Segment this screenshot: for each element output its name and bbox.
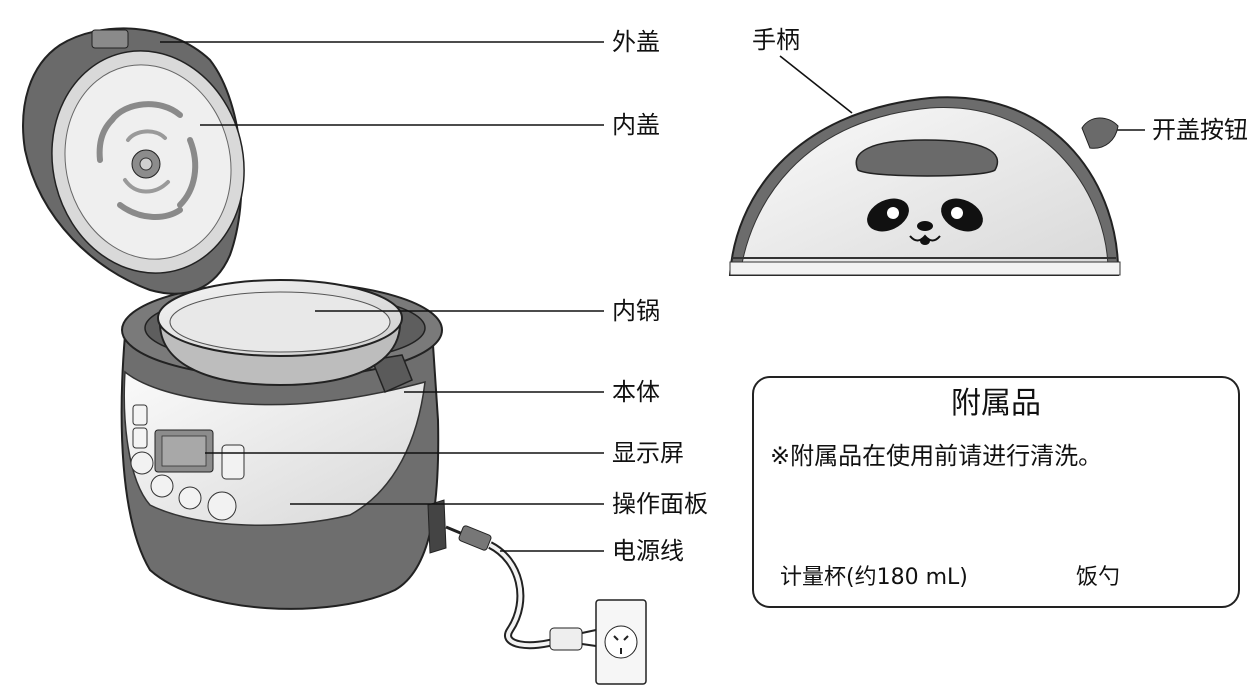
power-cord	[445, 525, 647, 685]
panda-face-icon	[867, 198, 983, 245]
leader-lines	[160, 41, 1145, 552]
plug-icon	[549, 627, 597, 651]
panel-round-button	[150, 474, 174, 498]
panel-side-button	[132, 404, 148, 426]
label-display: 显示屏	[612, 439, 684, 467]
label-inner-lid: 内盖	[612, 111, 660, 139]
label-inner-pot: 内锅	[612, 297, 660, 325]
panel-round-button	[130, 451, 154, 475]
panel-round-button	[178, 486, 202, 510]
handle	[855, 139, 999, 177]
panel-button	[221, 444, 245, 480]
inner-lid	[51, 50, 245, 274]
label-body: 本体	[612, 378, 660, 406]
label-control-panel: 操作面板	[612, 490, 708, 518]
top-view	[728, 96, 1121, 276]
lid-latch	[91, 29, 129, 49]
panel-side-button	[132, 427, 148, 449]
accessory-name: 饭勺	[1076, 565, 1121, 590]
accessories-title: 附属品	[951, 386, 1041, 421]
accessory-name: 计量杯(约180 mL)	[780, 565, 968, 590]
label-handle: 手柄	[752, 26, 800, 54]
label-power-cord: 电源线	[612, 537, 684, 565]
outer-lid	[22, 27, 245, 295]
accessories-box: 附属品 ※附属品在使用前请进行清洗。 计量杯(约180 mL) 饭勺	[752, 376, 1240, 608]
control-panel	[123, 370, 426, 526]
label-lid-release-button: 开盖按钮	[1152, 116, 1248, 144]
wall-socket-icon	[595, 599, 647, 685]
inner-pot	[157, 279, 403, 387]
label-outer-lid: 外盖	[612, 28, 660, 56]
panel-round-button	[207, 491, 237, 521]
accessories-note: ※附属品在使用前请进行清洗。	[770, 442, 1103, 470]
